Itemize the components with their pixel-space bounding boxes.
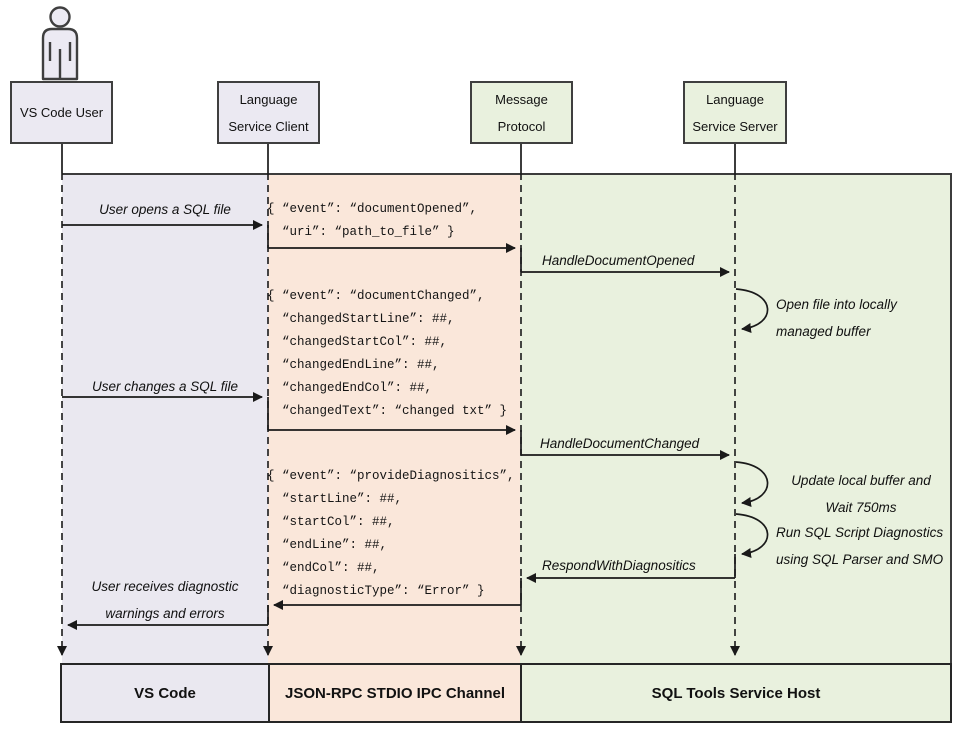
label-user-opens: User opens a SQL file bbox=[99, 202, 231, 217]
user-actor-icon bbox=[41, 6, 79, 81]
payload-line: “startLine”: ##, bbox=[267, 492, 403, 506]
self-loop-run-diagnostics bbox=[735, 513, 769, 558]
payload-line: “changedEndLine”: ##, bbox=[267, 358, 440, 372]
payload-line: “endLine”: ##, bbox=[267, 538, 388, 552]
message-arrows bbox=[62, 220, 769, 630]
payload-provide-diagnostics: { “event”: “provideDiagnositics”, “start… bbox=[267, 465, 515, 603]
annotation-update-buffer: Update local buffer and Wait 750ms bbox=[772, 467, 950, 521]
actor-label: Language bbox=[239, 91, 298, 107]
actor-box-message-protocol: Message Protocol bbox=[470, 81, 573, 144]
lane-json-rpc-channel bbox=[268, 175, 520, 663]
payload-line: { “event”: “documentChanged”, bbox=[267, 289, 485, 303]
annotation-open-file: Open file into locally managed buffer bbox=[776, 291, 897, 345]
label-line: User receives diagnostic bbox=[91, 579, 239, 594]
footer-box-json-rpc-channel: JSON-RPC STDIO IPC Channel bbox=[268, 663, 522, 723]
self-loop-open-file bbox=[735, 288, 769, 333]
payload-line: “endCol”: ##, bbox=[267, 561, 380, 575]
actor-label: Service Server bbox=[692, 118, 778, 134]
footer-label: JSON-RPC STDIO IPC Channel bbox=[284, 684, 506, 702]
payload-line: { “event”: “provideDiagnositics”, bbox=[267, 469, 515, 483]
payload-document-changed: { “event”: “documentChanged”, “changedSt… bbox=[267, 285, 507, 423]
footer-label: VS Code bbox=[134, 684, 196, 702]
annotation-line: Wait 750ms bbox=[825, 500, 897, 515]
annotation-run-diagnostics: Run SQL Script Diagnostics using SQL Par… bbox=[776, 519, 943, 573]
annotation-line: Open file into locally bbox=[776, 297, 897, 312]
payload-line: “uri”: “path_to_file” } bbox=[267, 225, 455, 239]
label-handle-document-opened: HandleDocumentOpened bbox=[542, 253, 695, 268]
actor-label: Protocol bbox=[497, 118, 546, 134]
self-loop-update-buffer bbox=[735, 461, 769, 507]
payload-line: “changedText”: “changed txt” } bbox=[267, 404, 508, 418]
payload-line: “diagnosticType”: “Error” } bbox=[267, 584, 485, 598]
actor-label: Language bbox=[706, 91, 764, 107]
actor-box-language-service-server: Language Service Server bbox=[683, 81, 787, 144]
payload-line: { “event”: “documentOpened”, bbox=[267, 202, 478, 216]
actor-box-language-service-client: Language Service Client bbox=[217, 81, 320, 144]
label-user-changes: User changes a SQL file bbox=[91, 379, 239, 394]
label-line: warnings and errors bbox=[105, 606, 225, 621]
actor-label: Service Client bbox=[228, 118, 309, 134]
payload-line: “changedStartCol”: ##, bbox=[267, 335, 448, 349]
payload-line: “startCol”: ##, bbox=[267, 515, 395, 529]
lane-vs-code bbox=[62, 175, 268, 663]
actor-label: Message bbox=[495, 91, 548, 107]
payload-line: “changedStartLine”: ##, bbox=[267, 312, 455, 326]
label-respond-with-diagnostics: RespondWithDiagnositics bbox=[542, 558, 696, 573]
footer-box-vs-code: VS Code bbox=[60, 663, 270, 723]
annotation-line: managed buffer bbox=[776, 324, 871, 339]
payload-document-opened: { “event”: “documentOpened”, “uri”: “pat… bbox=[267, 198, 477, 244]
annotation-line: using SQL Parser and SMO bbox=[776, 552, 944, 567]
actor-label: VS Code User bbox=[19, 105, 104, 120]
footer-label: SQL Tools Service Host bbox=[651, 684, 821, 702]
actor-box-vs-code-user: VS Code User bbox=[10, 81, 113, 144]
annotation-line: Update local buffer and bbox=[791, 473, 931, 488]
label-handle-document-changed: HandleDocumentChanged bbox=[540, 436, 700, 451]
label-user-receives: User receives diagnostic warnings and er… bbox=[62, 573, 268, 627]
footer-box-sql-tools-service-host: SQL Tools Service Host bbox=[520, 663, 952, 723]
annotation-line: Run SQL Script Diagnostics bbox=[776, 525, 944, 540]
payload-line: “changedEndCol”: ##, bbox=[267, 381, 433, 395]
header-connectors bbox=[61, 144, 736, 173]
